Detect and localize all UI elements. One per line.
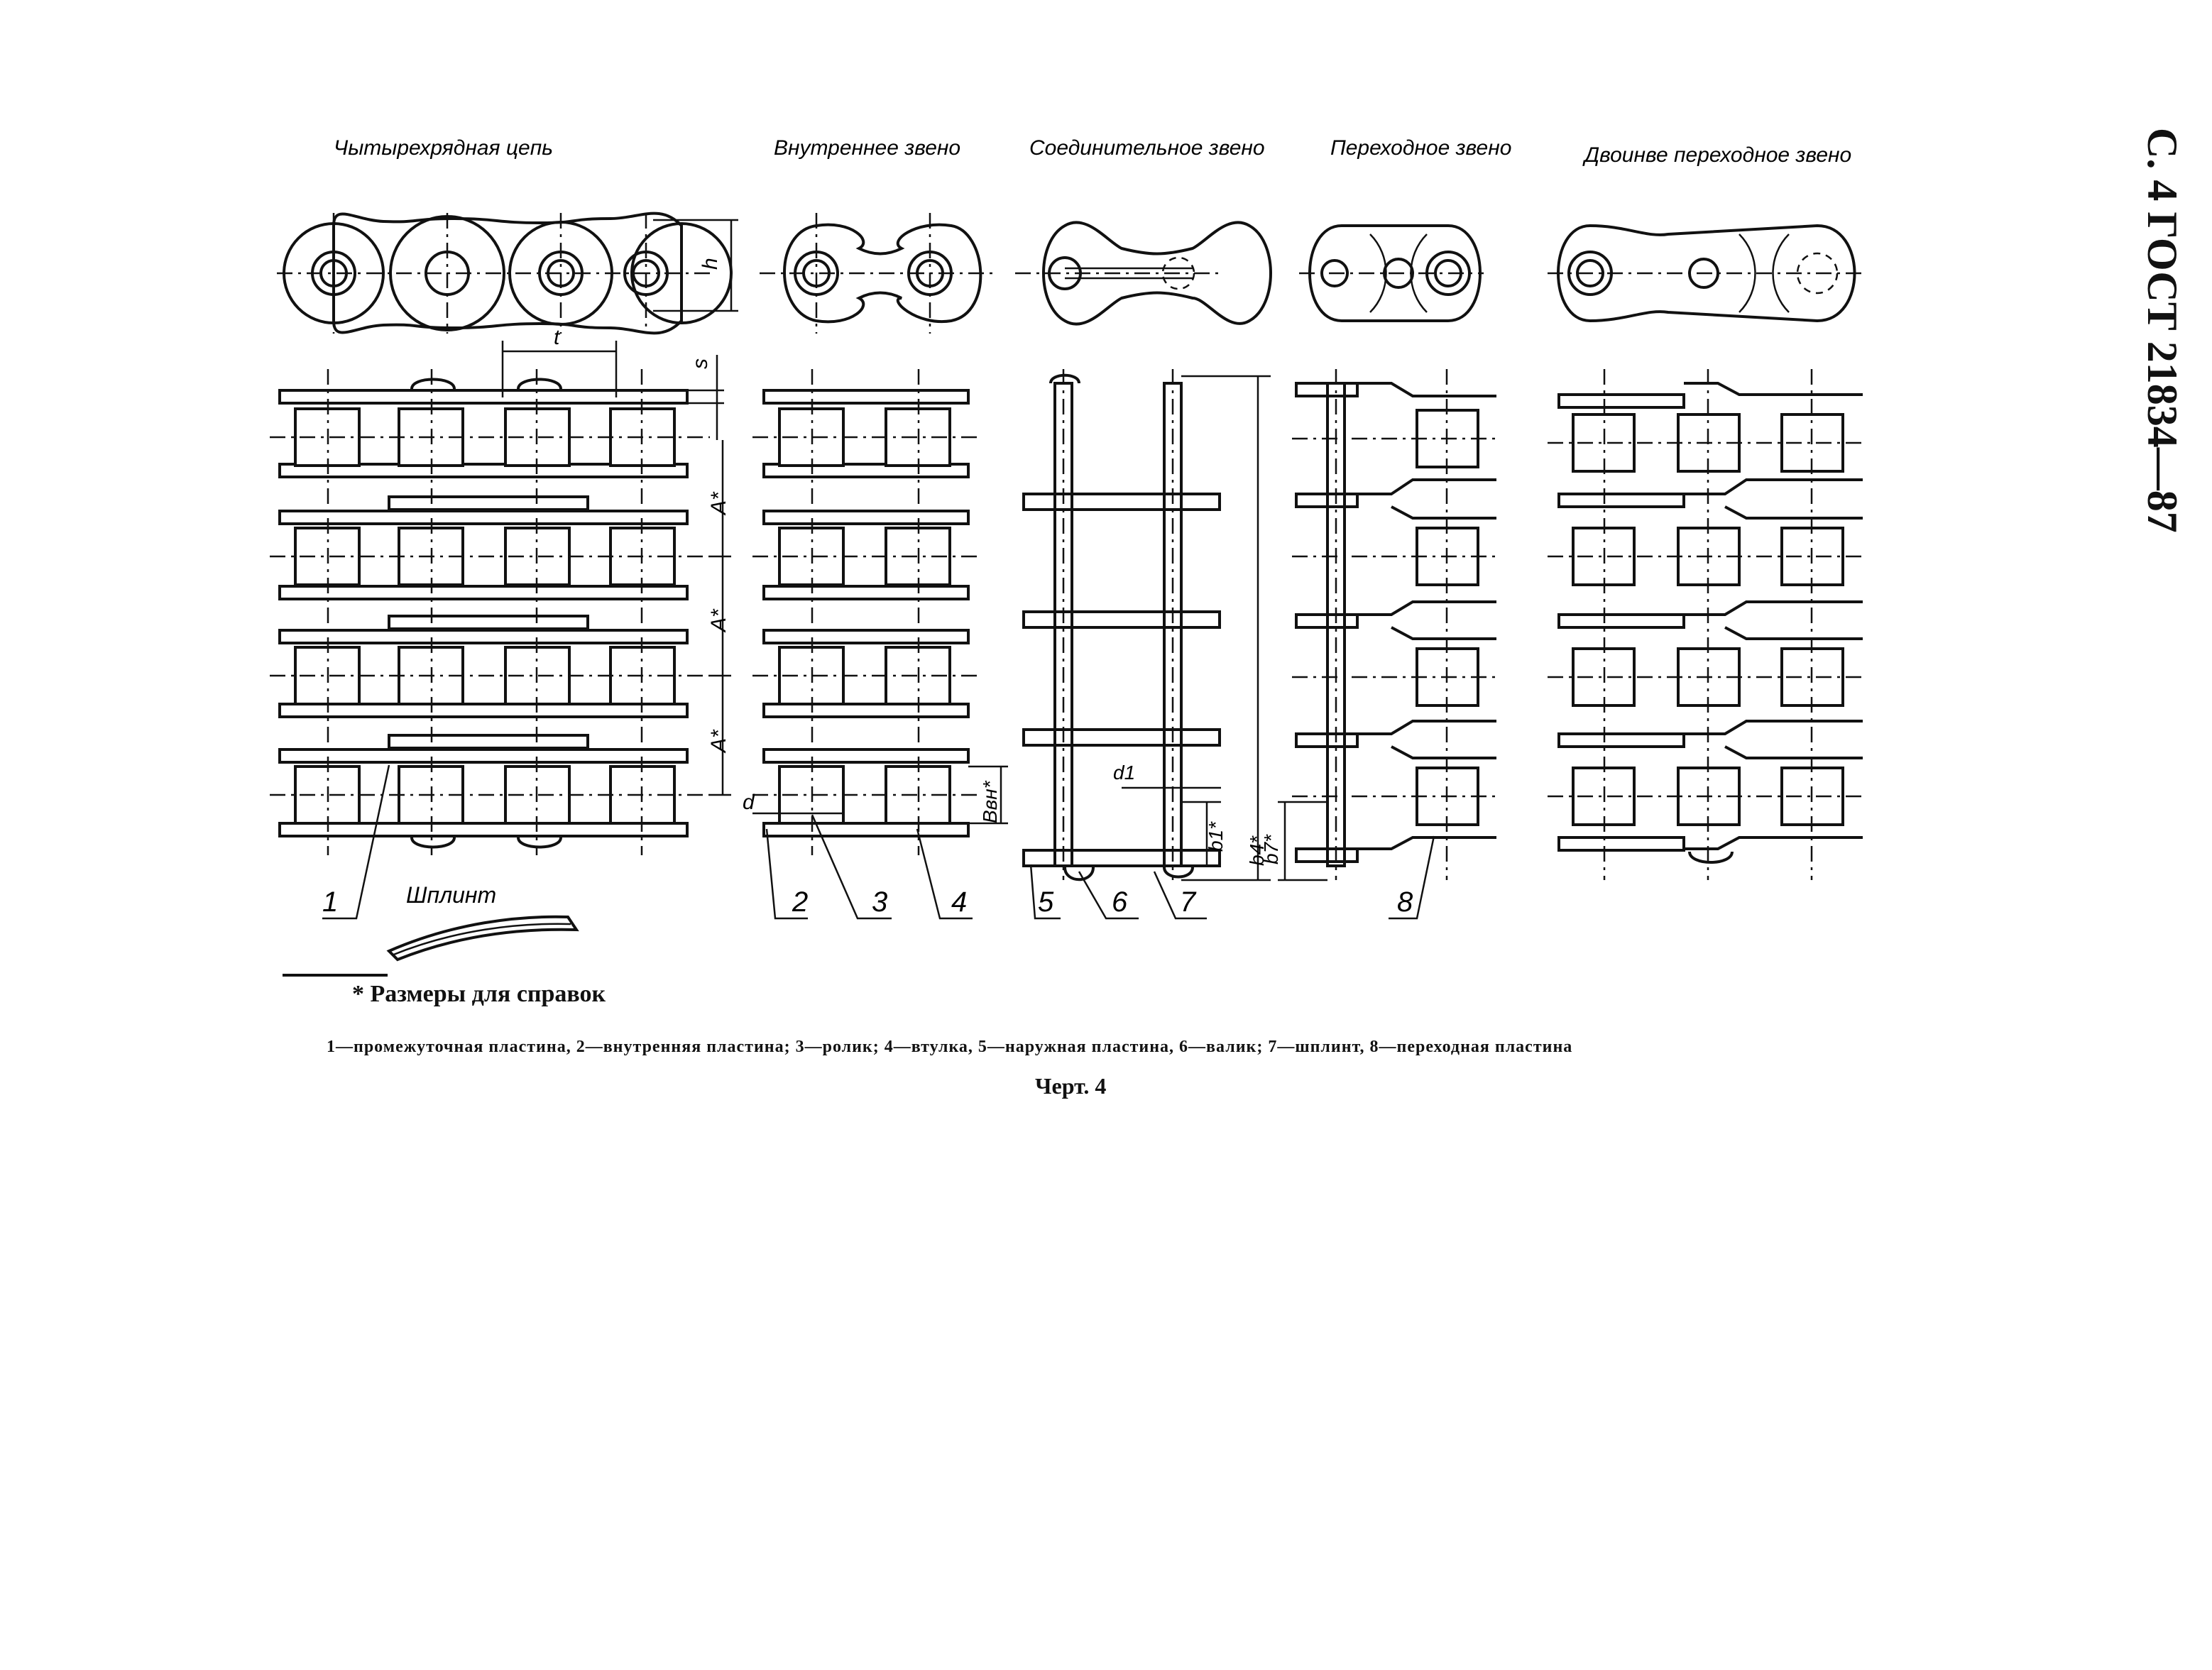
callout-3: 3	[872, 886, 887, 918]
dim-b1: b1*	[1205, 821, 1227, 852]
callout-2: 2	[792, 886, 808, 918]
title-connecting-link: Соединительное звено	[1029, 136, 1265, 160]
title-four-row-chain: Чытырехрядная цепь	[334, 136, 553, 160]
callout-6: 6	[1112, 886, 1128, 918]
transition-link-plan-view	[1278, 369, 1498, 881]
dim-A-1: A*	[707, 491, 730, 516]
cotter-pin-drawing	[386, 915, 579, 962]
cotter-label: Шплинт	[406, 882, 496, 908]
figure-label: Черт. 4	[1035, 1073, 1107, 1099]
double-transition-link-plan-view	[1548, 369, 1867, 880]
callout-leaders	[322, 764, 1435, 920]
inner-link-side-view	[760, 213, 994, 334]
callout-8: 8	[1397, 886, 1413, 918]
connecting-link-side-view	[1015, 221, 1272, 326]
page-label: С. 4 ГОСТ 21834—87	[2139, 128, 2186, 533]
callout-1: 1	[322, 886, 338, 918]
dim-s: s	[689, 358, 712, 369]
title-double-transition-link: Двоинве переходное звено	[1582, 143, 1851, 167]
dim-d1: d1	[1113, 762, 1135, 784]
inner-link-plan-view	[752, 369, 1008, 855]
dim-A-3: A*	[707, 729, 730, 754]
dim-Bvn: Bвн*	[979, 780, 1001, 823]
title-transition-link: Переходное звено	[1330, 136, 1511, 160]
callout-5: 5	[1038, 886, 1054, 918]
callout-7: 7	[1180, 886, 1197, 918]
double-transition-link-side-view	[1548, 224, 1867, 323]
dim-b7: b7*	[1260, 834, 1282, 864]
four-row-chain-side-view	[277, 212, 738, 335]
transition-link-side-view	[1299, 224, 1484, 322]
four-row-chain-plan-view	[270, 341, 731, 855]
note-separator	[283, 974, 388, 977]
dim-A-2: A*	[707, 608, 730, 633]
connecting-link-plan-view	[1022, 369, 1271, 881]
title-inner-link: Внутреннее звено	[774, 136, 960, 160]
dim-d: d	[743, 791, 755, 814]
parts-legend: 1—промежуточная пластина, 2—внутренняя п…	[327, 1038, 1573, 1056]
reference-note: * Размеры для справок	[352, 981, 606, 1007]
dim-t: t	[554, 326, 561, 349]
dim-h: h	[699, 258, 722, 270]
callout-4: 4	[951, 886, 967, 918]
dim-b4: b4*	[1246, 835, 1268, 866]
